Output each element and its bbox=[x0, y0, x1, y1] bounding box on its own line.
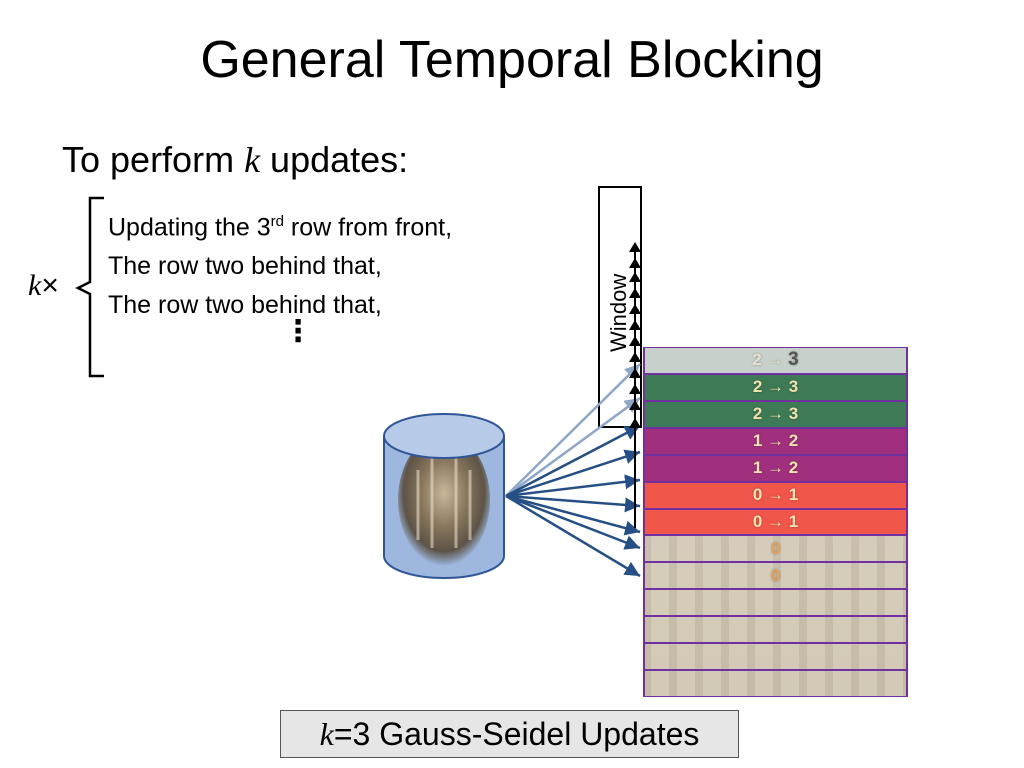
grid-row bbox=[643, 589, 908, 617]
intro-suffix: updates: bbox=[260, 139, 409, 180]
intro-variable: k bbox=[244, 140, 261, 180]
intro-prefix: To perform bbox=[62, 139, 245, 180]
row-label: 1 → 2 bbox=[752, 431, 799, 451]
repeat-count-label: k× bbox=[28, 266, 59, 306]
row-label: 2 → 3 bbox=[752, 404, 799, 424]
fan-arrows bbox=[505, 363, 641, 578]
caption-box: k=3 Gauss-Seidel Updates bbox=[280, 710, 739, 758]
grid-row: 2 → 3 bbox=[643, 400, 908, 428]
grid-row bbox=[643, 643, 908, 671]
fan-arrow bbox=[505, 494, 641, 536]
step-line-1: Updating the 3rd row from front, bbox=[108, 207, 452, 242]
row-label: 0 → 1 bbox=[752, 485, 799, 505]
curly-brace bbox=[75, 196, 104, 378]
step-line-3: The row two behind that, bbox=[108, 290, 382, 320]
step-1-text: Updating the 3 bbox=[108, 213, 271, 242]
fan-arrow bbox=[505, 424, 641, 498]
fan-arrow bbox=[505, 474, 641, 498]
grid-row: 1 → 2 bbox=[643, 427, 908, 455]
grid-rows: 2 → 3 2 → 3 2 → 3 1 → 2 1 → 2 0 → 1 0 → 1 0 0 bbox=[643, 347, 908, 697]
step-1-superscript: rd bbox=[270, 213, 284, 230]
grid-row: 2 → 3 bbox=[643, 347, 908, 374]
step-line-2: The row two behind that, bbox=[108, 251, 382, 281]
grid-row: 0 → 1 bbox=[643, 481, 908, 509]
grid-row: 2 → 3 bbox=[643, 373, 908, 401]
fan-arrow bbox=[505, 363, 641, 497]
fan-arrow bbox=[505, 494, 641, 513]
row-label: 0 bbox=[770, 565, 781, 585]
grid-row bbox=[643, 616, 908, 644]
row-label: 2 → 3 bbox=[752, 377, 799, 397]
row-label: 1 → 2 bbox=[752, 458, 799, 478]
step-2-text: The row two behind that, bbox=[108, 252, 382, 280]
grid-row: 0 → 1 bbox=[643, 508, 908, 536]
fan-arrow bbox=[505, 494, 641, 550]
grid-row: 0 bbox=[643, 562, 908, 590]
fan-arrow bbox=[505, 494, 641, 578]
intro-text: To perform k updates: bbox=[62, 138, 408, 182]
row-label: 2 → 3 bbox=[752, 349, 799, 371]
fan-arrow bbox=[505, 396, 641, 498]
row-label: 0 bbox=[770, 538, 781, 558]
caption-variable: k bbox=[319, 716, 334, 752]
row-label: 0 → 1 bbox=[752, 511, 799, 531]
caption-text: =3 Gauss-Seidel Updates bbox=[333, 716, 700, 752]
grid-row bbox=[643, 670, 908, 697]
slide-title: General Temporal Blocking bbox=[200, 31, 824, 89]
grid-row: 1 → 2 bbox=[643, 454, 908, 482]
repeat-symbol: × bbox=[41, 269, 59, 302]
step-1-text-rest: row from front, bbox=[283, 213, 453, 242]
repeat-variable: k bbox=[28, 269, 42, 302]
grid-row: 0 bbox=[643, 535, 908, 563]
storage-cylinder-icon bbox=[383, 413, 505, 579]
fan-arrow bbox=[505, 449, 641, 498]
step-3-text: The row two behind that, bbox=[108, 291, 382, 319]
